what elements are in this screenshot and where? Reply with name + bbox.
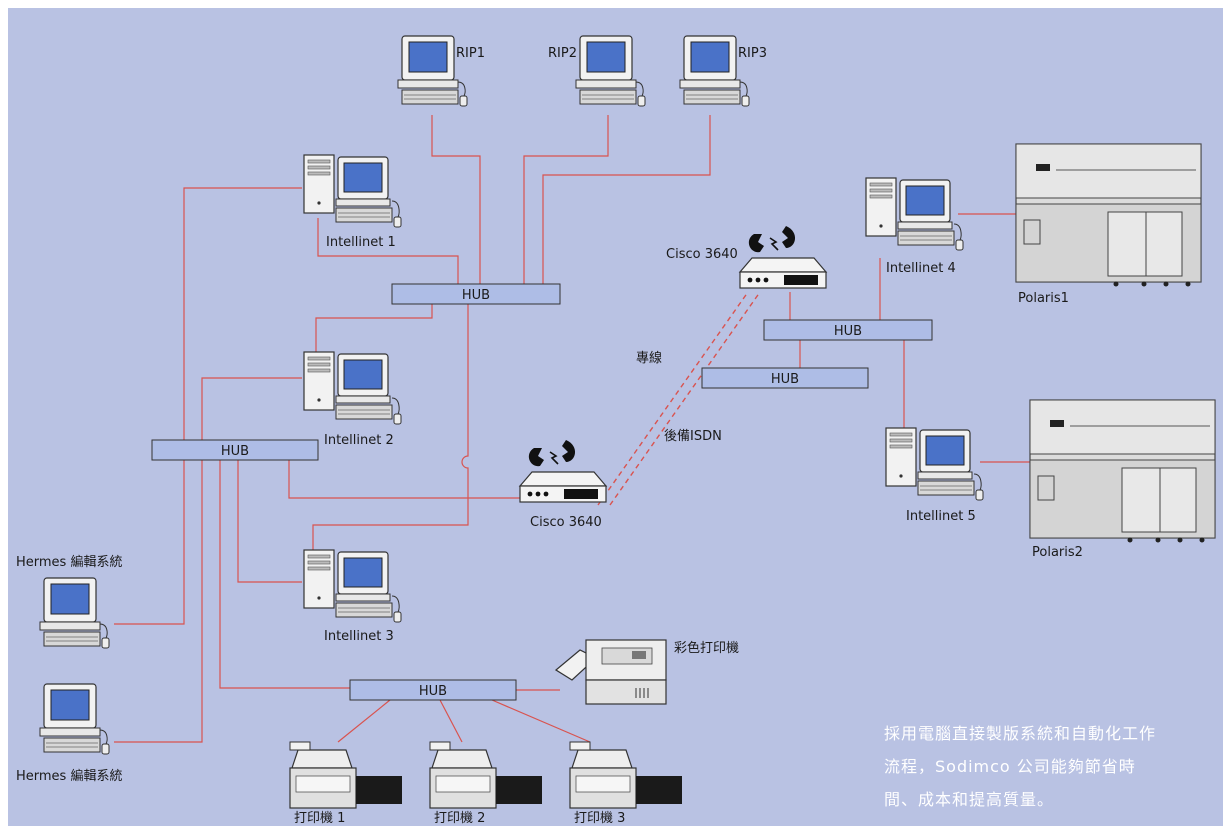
wire-leased-line xyxy=(609,291,761,506)
platesetter-icon xyxy=(1029,399,1216,544)
wire-printer2 xyxy=(439,699,463,743)
hub-top-label: HUB xyxy=(462,288,490,303)
platesetter-icon xyxy=(1015,143,1202,288)
hermes-bottom-label: Hermes 編輯系統 xyxy=(16,768,122,784)
router-left-label: Cisco 3640 xyxy=(530,515,602,530)
polaris1-label: Polaris1 xyxy=(1018,291,1069,306)
wire-hub-left-to-hub-bottom xyxy=(219,460,350,689)
printer2-label: 打印機 2 xyxy=(434,811,485,826)
platesetter-polaris2: Polaris2 xyxy=(1029,399,1216,560)
workstation-hermes-top: Hermes 編輯系統 xyxy=(16,554,122,649)
workstation-intellinet5: Intellinet 5 xyxy=(885,427,984,524)
printer-2: 打印機 2 xyxy=(429,741,543,826)
wire-hermes-bottom xyxy=(114,460,203,743)
rip1-label: RIP1 xyxy=(456,46,485,61)
workstation-rip2: RIP2 xyxy=(548,35,646,107)
wire-hub-top-to-intellinet3 xyxy=(312,304,469,560)
router-right-label: Cisco 3640 xyxy=(666,247,738,262)
network-wires xyxy=(114,115,1030,743)
workstation-intellinet3: Intellinet 3 xyxy=(303,549,402,644)
intellinet2-label: Intellinet 2 xyxy=(324,433,394,448)
workstation-intellinet2: Intellinet 2 xyxy=(303,351,402,448)
hub-right-upper: HUB xyxy=(763,319,933,341)
workstation-rip1: RIP1 xyxy=(397,35,485,107)
wire-hub-left-to-intellinet3 xyxy=(237,460,302,583)
caption: 採用電腦直接製版系統和自動化工作 流程，Sodimco 公司能夠節省時 間、成本… xyxy=(884,724,1156,809)
printer1-label: 打印機 1 xyxy=(294,811,345,826)
router-left: Cisco 3640 xyxy=(519,439,607,530)
wire-rip1 xyxy=(431,115,481,284)
workstation-intellinet1: Intellinet 1 xyxy=(303,154,402,250)
wire-rip2 xyxy=(523,115,609,284)
wire-hub-left-to-intellinet2 xyxy=(201,377,302,440)
wire-backup-isdn xyxy=(597,291,749,506)
wire-hub-left-to-router xyxy=(288,460,520,499)
leased-line-label: 專線 xyxy=(636,350,662,366)
color-printer-label: 彩色打印機 xyxy=(674,640,739,656)
caption-line-3: 間、成本和提高質量。 xyxy=(884,790,1054,809)
intellinet1-label: Intellinet 1 xyxy=(326,235,396,250)
workstation-intellinet4: Intellinet 4 xyxy=(865,177,964,276)
hub-bottom-label: HUB xyxy=(419,684,447,699)
wire-intellinet2 xyxy=(315,304,433,382)
router-right: Cisco 3640 xyxy=(666,225,827,289)
intellinet3-label: Intellinet 3 xyxy=(324,629,394,644)
wire-printer3 xyxy=(491,699,591,743)
hub-top: HUB xyxy=(391,283,561,305)
polaris2-label: Polaris2 xyxy=(1032,545,1083,560)
wire-intellinet1 xyxy=(317,218,459,284)
workstation-hermes-bottom: Hermes 編輯系統 xyxy=(16,683,122,784)
printer-1: 打印機 1 xyxy=(289,741,403,826)
hub-left: HUB xyxy=(151,439,319,461)
hub-right-lower: HUB xyxy=(701,367,869,389)
printer-3: 打印機 3 xyxy=(569,741,683,826)
wire-rip3 xyxy=(542,115,711,284)
hub-right-lower-label: HUB xyxy=(771,372,799,387)
wire-hermes-top xyxy=(114,187,302,625)
caption-line-2: 流程，Sodimco 公司能夠節省時 xyxy=(884,757,1136,776)
platesetter-polaris1: Polaris1 xyxy=(1015,143,1202,306)
hub-right-upper-label: HUB xyxy=(834,324,862,339)
printer3-label: 打印機 3 xyxy=(574,811,625,826)
hermes-top-label: Hermes 編輯系統 xyxy=(16,554,122,570)
rip3-label: RIP3 xyxy=(738,46,767,61)
rip2-label: RIP2 xyxy=(548,46,577,61)
caption-line-1: 採用電腦直接製版系統和自動化工作 xyxy=(884,724,1156,743)
hub-left-label: HUB xyxy=(221,444,249,459)
backup-isdn-label: 後備ISDN xyxy=(664,428,722,444)
intellinet4-label: Intellinet 4 xyxy=(886,261,956,276)
wire-printer1 xyxy=(337,699,391,743)
color-printer: 彩色打印機 xyxy=(555,639,739,705)
workstation-rip3: RIP3 xyxy=(679,35,767,107)
hub-bottom: HUB xyxy=(349,679,517,701)
intellinet5-label: Intellinet 5 xyxy=(906,509,976,524)
